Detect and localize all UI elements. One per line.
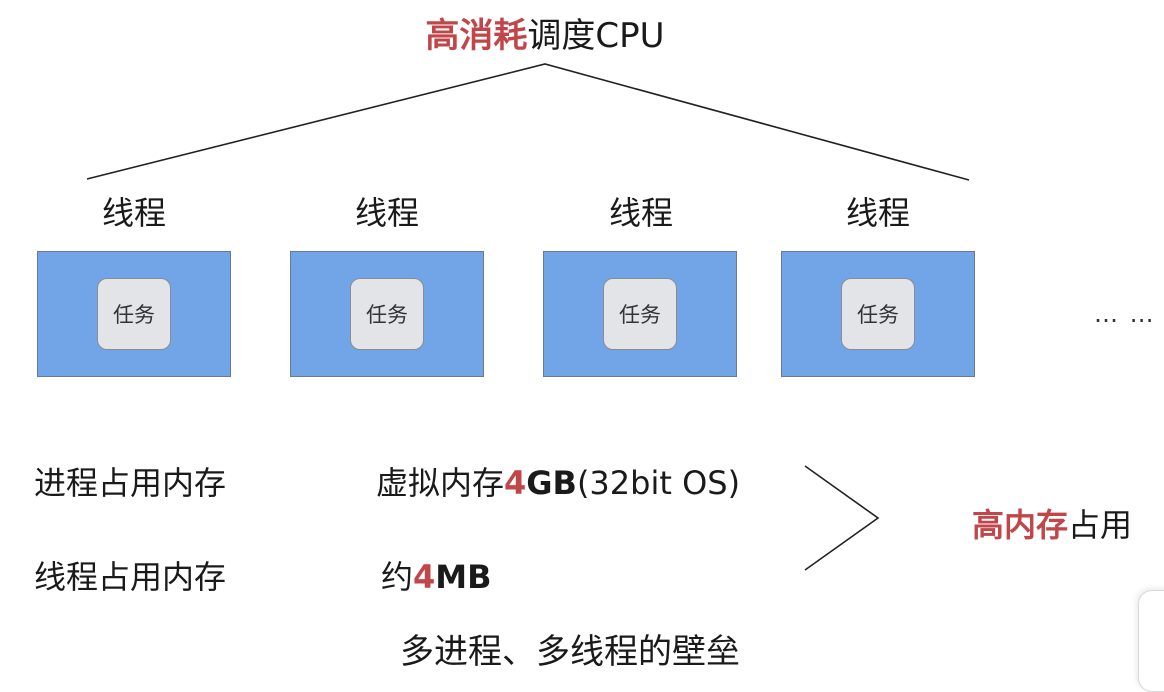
task-box-3: 任务: [603, 278, 677, 350]
cpu-to-threads-line: [86, 63, 970, 181]
process-memory-prefix: 虚拟内存: [376, 464, 505, 502]
task-box-2: 任务: [350, 278, 424, 350]
process-memory-unit: GB: [526, 464, 577, 502]
thread-label-2: 线程: [354, 194, 419, 232]
diagram-title: 高消耗调度CPU: [0, 8, 1090, 57]
process-memory-number: 4: [504, 464, 527, 502]
thread-box-2: 任务: [290, 251, 484, 377]
thread-box-3: 任务: [543, 251, 737, 377]
thread-label-1: 线程: [101, 194, 166, 232]
thread-memory-value: 约4MB: [381, 552, 492, 598]
title-accent: 高消耗: [425, 16, 528, 56]
title-rest: 调度CPU: [527, 16, 665, 56]
process-memory-value: 虚拟内存4GB(32bit OS): [376, 458, 740, 504]
more-threads-ellipsis: … …: [1094, 300, 1156, 328]
thread-memory-label: 线程占用内存: [34, 558, 227, 596]
merge-bracket: [804, 465, 880, 571]
thread-memory-number: 4: [413, 558, 436, 596]
footer-caption: 多进程、多线程的壁垒: [400, 632, 740, 672]
process-memory-suffix: (32bit OS): [576, 464, 741, 502]
task-box-1: 任务: [97, 278, 171, 350]
corner-overlay-card: [1138, 590, 1164, 692]
task-box-4: 任务: [841, 278, 915, 350]
thread-box-4: 任务: [781, 251, 975, 377]
process-memory-label: 进程占用内存: [34, 464, 227, 502]
result-label: 高内存占用: [972, 500, 1132, 546]
thread-label-4: 线程: [845, 194, 910, 232]
connector-lines: [86, 63, 970, 571]
result-accent: 高内存: [972, 506, 1069, 544]
result-rest: 占用: [1068, 506, 1133, 544]
thread-label-3: 线程: [608, 194, 673, 232]
thread-box-1: 任务: [37, 251, 231, 377]
thread-memory-prefix: 约: [381, 558, 414, 596]
thread-memory-unit: MB: [435, 558, 492, 596]
